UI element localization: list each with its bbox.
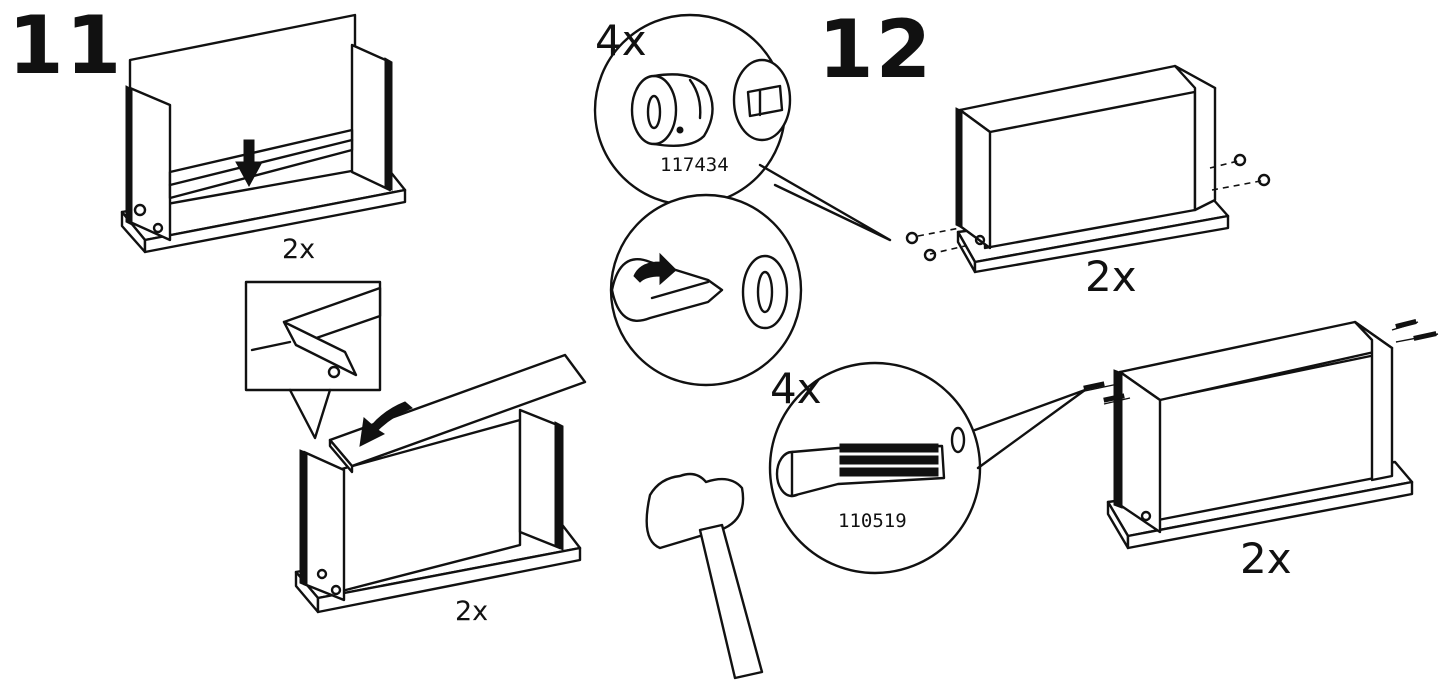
step-number-11: 11	[8, 0, 124, 92]
cam-lock-detail-illustration	[593, 13, 892, 242]
quantity-label-dowel: 4x	[770, 364, 822, 413]
step-11-shelf-insertion-illustration	[120, 13, 407, 254]
quantity-label-dowel-box: 2x	[1240, 534, 1292, 583]
step-number-12: 12	[818, 3, 934, 96]
step-11-top-panel-illustration	[244, 280, 587, 614]
quantity-label-top-panel: 2x	[455, 596, 489, 627]
hammer-icon	[645, 472, 764, 680]
part-number-dowel: 110519	[838, 510, 907, 532]
quantity-label-shelf-insert: 2x	[282, 234, 316, 265]
part-number-cam-lock: 117434	[660, 154, 729, 176]
step-12-dowel-box-illustration	[1079, 319, 1439, 550]
screwdriver-detail-illustration	[609, 193, 803, 387]
step-12-cam-box-illustration	[905, 64, 1271, 274]
quantity-label-cam-box: 2x	[1085, 252, 1137, 301]
dowel-detail-illustration	[768, 361, 1087, 575]
quantity-label-cam-lock: 4x	[595, 16, 647, 65]
